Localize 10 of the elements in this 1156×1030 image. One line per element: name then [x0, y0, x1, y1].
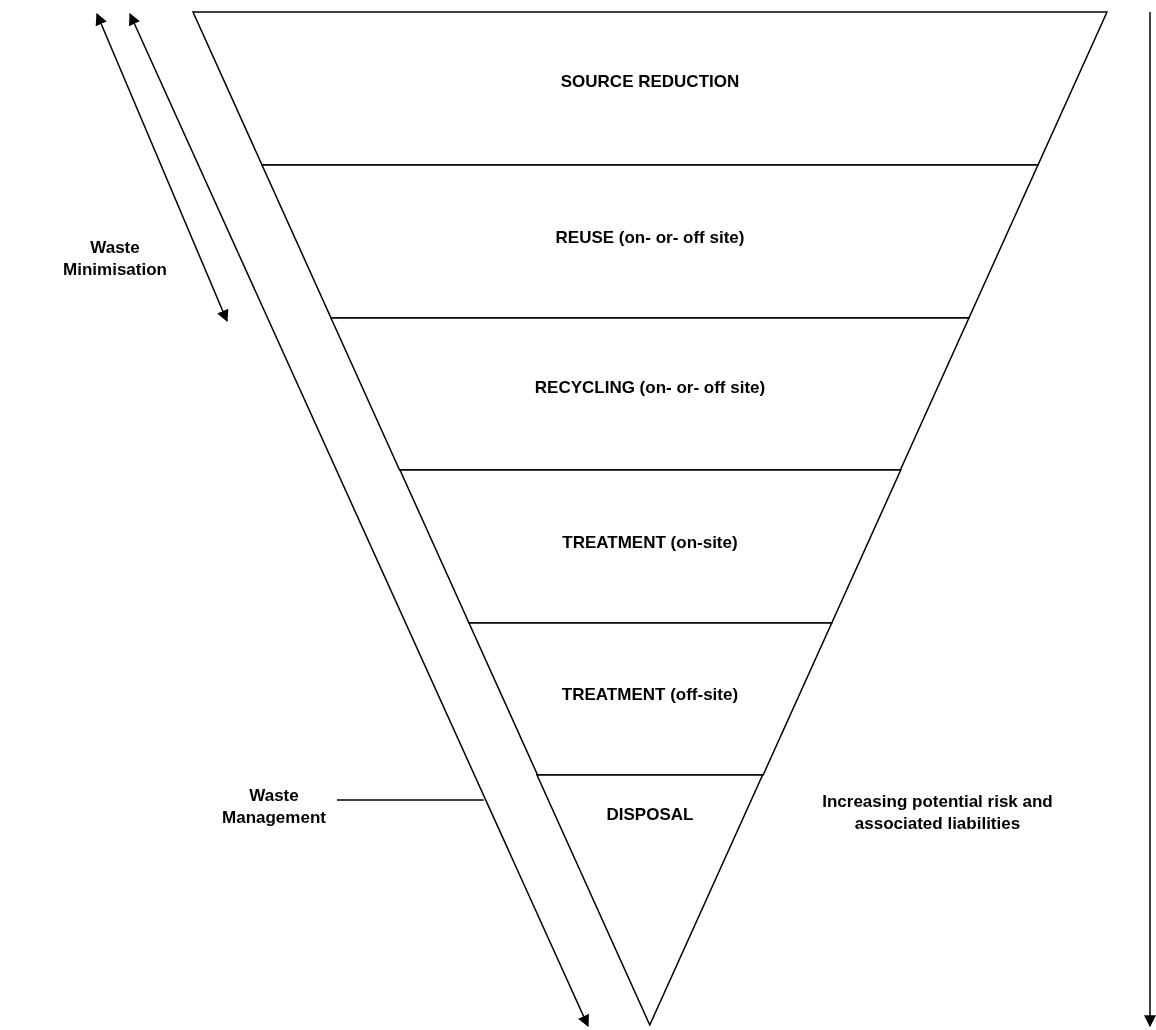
leader-line	[336, 799, 485, 801]
band-label: SOURCE REDUCTION	[559, 72, 741, 92]
side-label: Waste Minimisation	[62, 237, 168, 281]
side-label: Increasing potential risk and associated liabilities	[821, 791, 1054, 835]
band-label: REUSE (on- or- off site)	[554, 228, 746, 248]
band-label: TREATMENT (on-site)	[561, 533, 739, 553]
band-label: RECYCLING (on- or- off site)	[533, 378, 767, 398]
side-label: Waste Management	[212, 785, 336, 829]
band-label: DISPOSAL	[605, 805, 695, 825]
band-label: TREATMENT (off-site)	[560, 685, 740, 705]
